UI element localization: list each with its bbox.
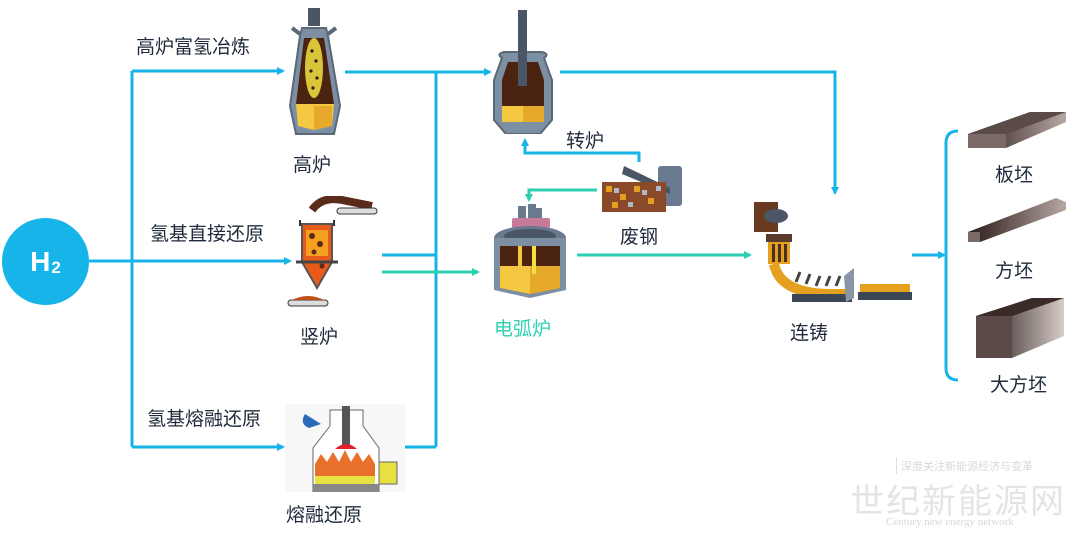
bloom-icon (976, 298, 1064, 358)
watermark-title: 世纪新能源网 (850, 482, 1066, 522)
hydrogen-subscript: 2 (51, 257, 61, 277)
converter-icon (493, 10, 553, 134)
hydrogen-symbol: H (30, 245, 51, 277)
watermark-subtitle: Century new energy network (886, 516, 1014, 528)
label-continuous-casting: 连铸 (790, 322, 829, 344)
scrap-steel-icon (602, 166, 682, 212)
flow-scrap-to-converter (521, 138, 641, 162)
shaft-furnace-icon (287, 196, 378, 307)
product-label-slab: 板坯 (995, 164, 1034, 186)
flow-scrap-to-eaf (525, 188, 597, 202)
label-converter: 转炉 (566, 130, 605, 152)
label-scrap-steel: 废钢 (620, 226, 659, 248)
slab-icon (968, 112, 1066, 148)
label-blast-furnace: 高炉 (293, 154, 332, 176)
blast-furnace-icon (288, 8, 342, 135)
label-shaft-furnace: 竖炉 (300, 326, 339, 348)
continuous-casting-icon (754, 202, 912, 302)
watermark-tagline: 深度关注新能源经济与变革 (896, 458, 1033, 474)
product-label-bloom: 大方坯 (990, 374, 1048, 396)
route-label-blast-furnace-hydrogen: 高炉富氢冶炼 (136, 36, 251, 58)
product-label-billet: 方坯 (995, 260, 1034, 282)
product-bracket (944, 129, 959, 382)
label-electric-arc-furnace: 电弧炉 (494, 318, 552, 340)
route-label-hydrogen-direct-reduction: 氢基直接还原 (150, 223, 265, 245)
flow-converter-to-caster (560, 70, 839, 195)
label-smelting-reduction: 熔融还原 (286, 504, 363, 526)
billet-icon (968, 198, 1066, 242)
smelting-reduction-icon (285, 404, 405, 492)
electric-arc-furnace-icon (494, 204, 566, 298)
route-label-hydrogen-smelting-reduction: 氢基熔融还原 (147, 408, 262, 430)
